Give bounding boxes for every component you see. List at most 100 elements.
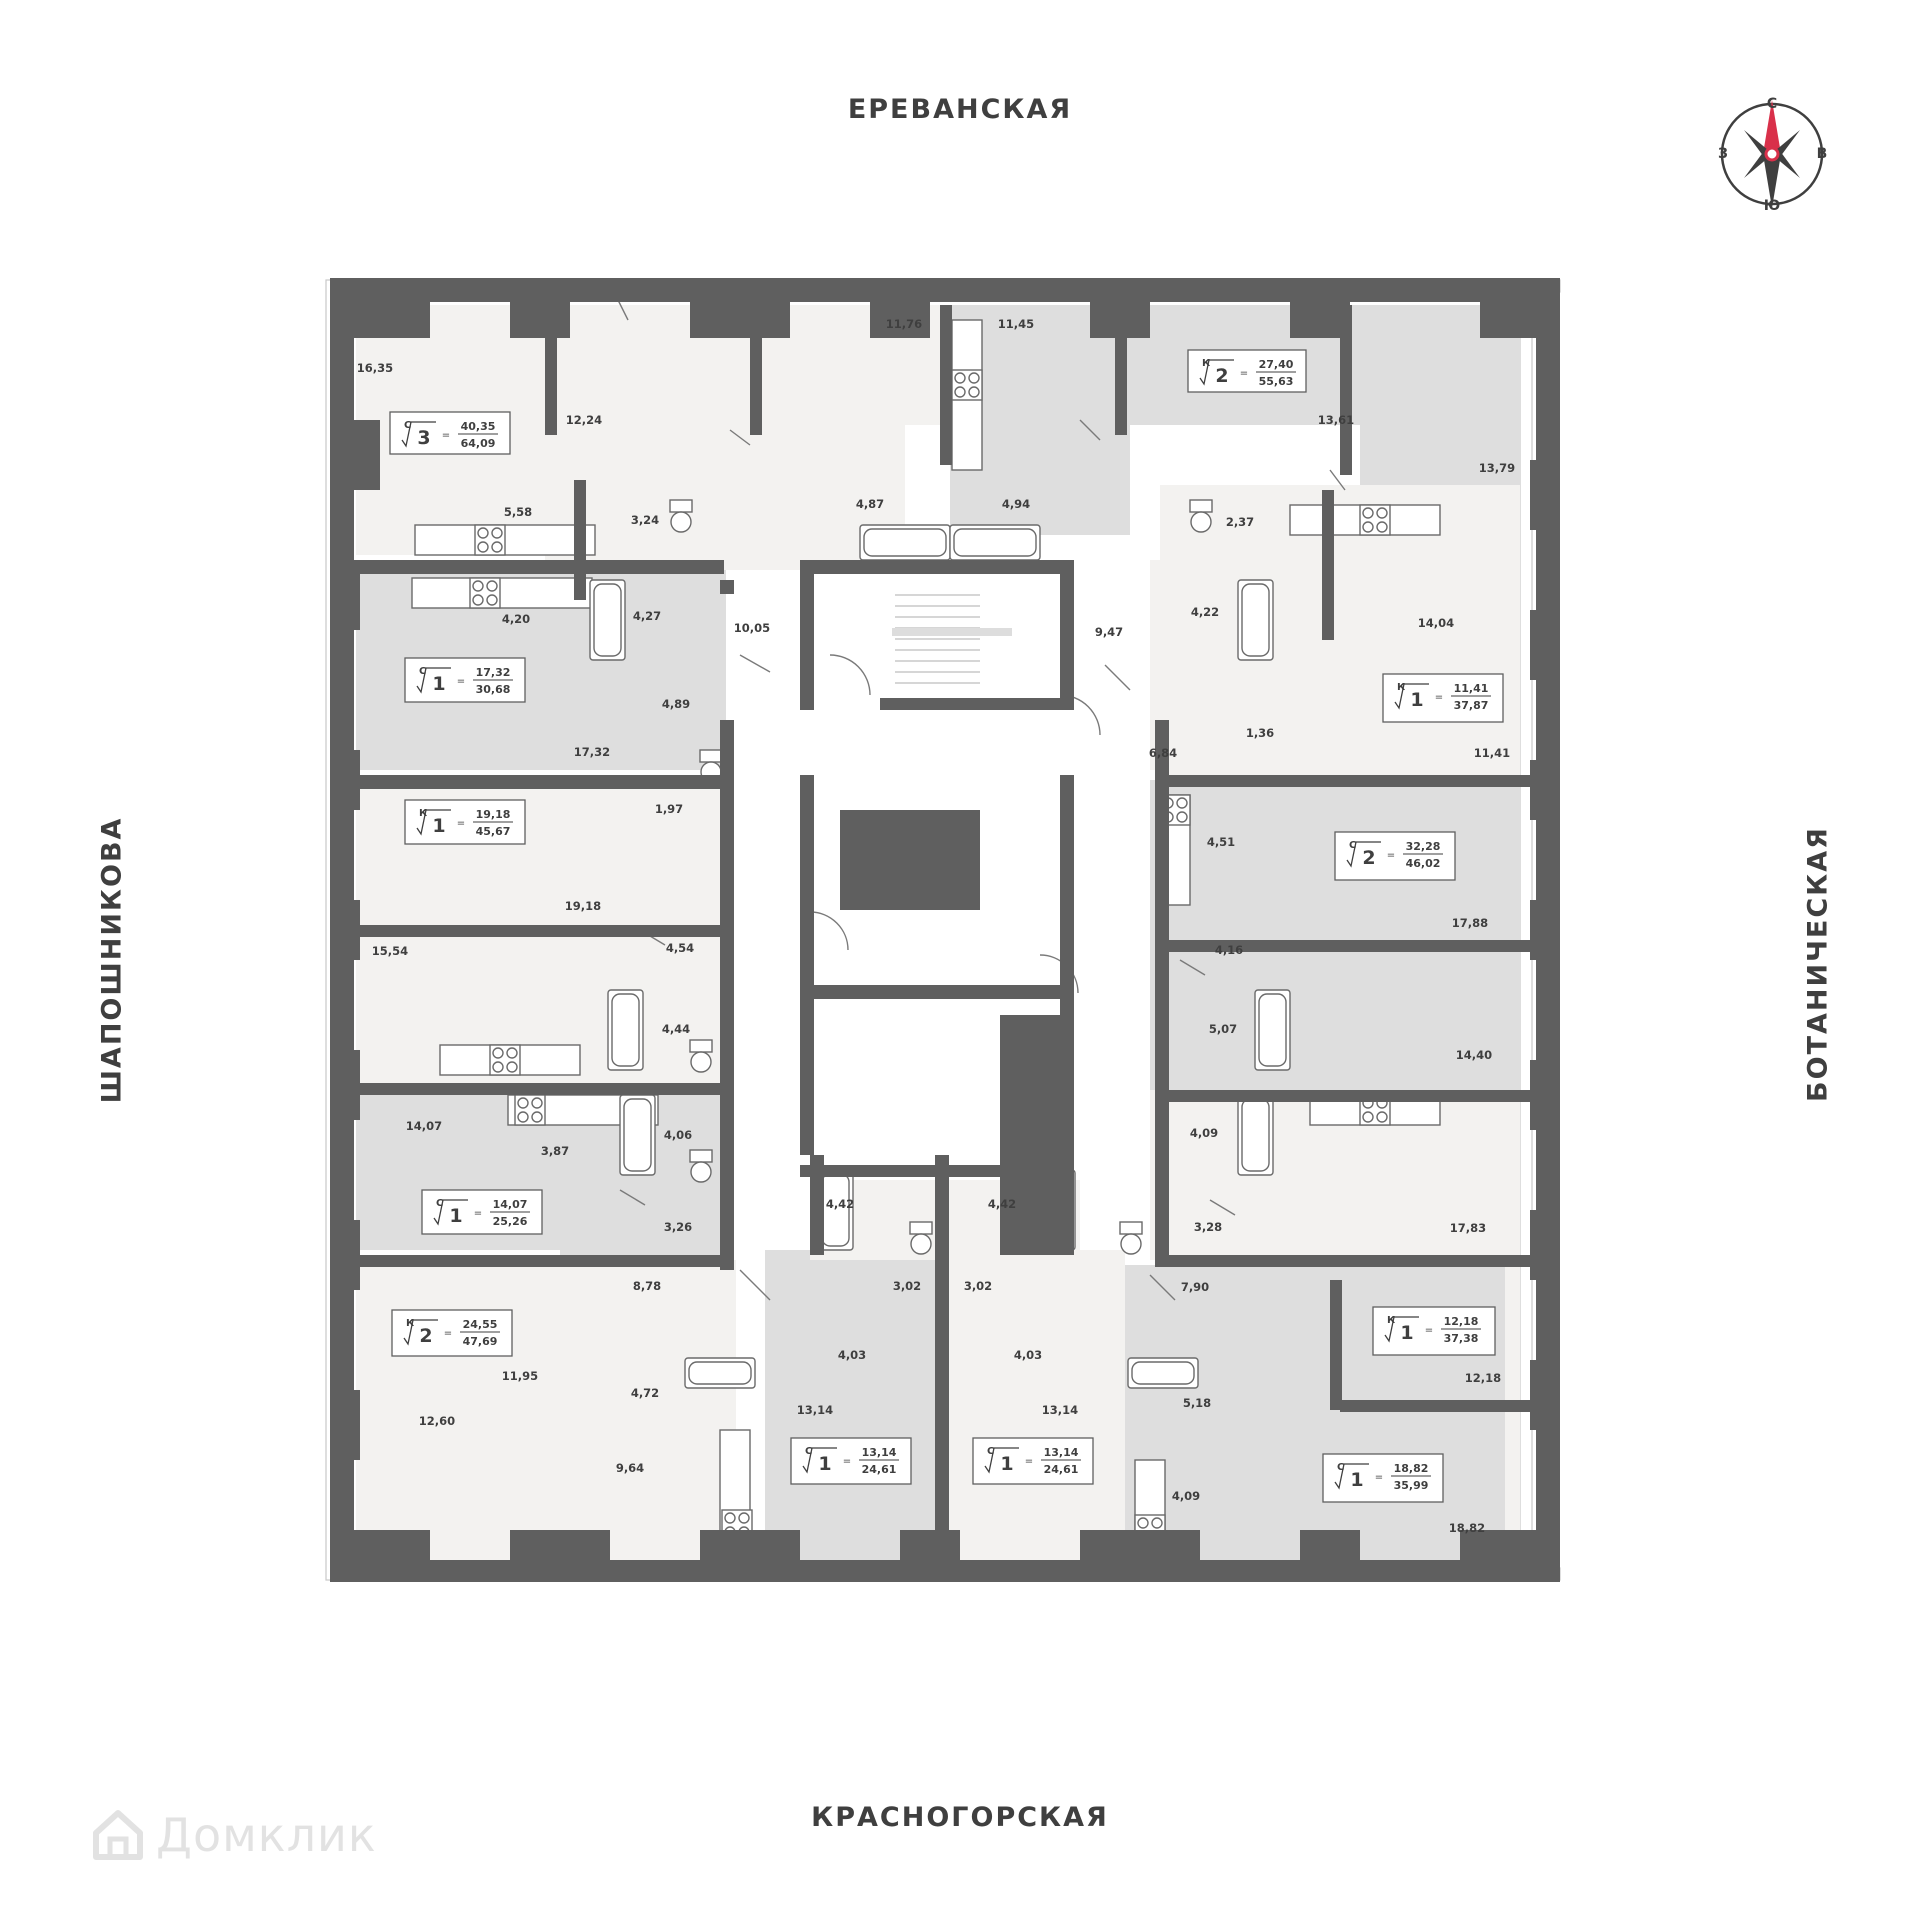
compass-north-needle bbox=[1763, 100, 1781, 154]
apartment-type: С bbox=[1349, 840, 1356, 851]
root-glyph-icon bbox=[1384, 1316, 1419, 1343]
equals-sign: = bbox=[1240, 368, 1248, 379]
apartment-area bbox=[765, 1250, 945, 1570]
room-area-label: 4,44 bbox=[662, 1022, 690, 1036]
street-label-top: ЕРЕВАНСКАЯ bbox=[847, 94, 1073, 125]
apartment-living-area: 40,35 bbox=[461, 420, 496, 433]
apartment-total-area: 24,61 bbox=[1044, 1463, 1079, 1476]
wall-segment bbox=[1530, 1210, 1560, 1280]
apartment-area bbox=[945, 1250, 1125, 1570]
room-area-label: 13,14 bbox=[797, 1403, 833, 1417]
street-label-left: ШАПОШНИКОВА bbox=[96, 816, 128, 1104]
apartment-area bbox=[1150, 940, 1520, 1090]
room-area-label: 7,90 bbox=[1181, 1280, 1209, 1294]
room-area-label: 4,42 bbox=[988, 1197, 1016, 1211]
wall-segment bbox=[574, 480, 586, 600]
room-area-label: 3,02 bbox=[964, 1279, 992, 1293]
door-swing bbox=[1209, 1199, 1236, 1216]
apartment-total-area: 47,69 bbox=[463, 1335, 498, 1348]
apartment-rooms: 2 bbox=[1362, 847, 1375, 869]
toilet-icon bbox=[699, 749, 723, 763]
wall-segment bbox=[800, 560, 1074, 574]
wall-segment bbox=[1080, 1530, 1200, 1582]
apartment-living-area: 27,40 bbox=[1259, 358, 1294, 371]
equals-sign: = bbox=[444, 1328, 452, 1339]
wall-segment bbox=[1000, 1015, 1070, 1255]
wall-segment bbox=[1340, 305, 1352, 475]
apartment-total-area: 24,61 bbox=[862, 1463, 897, 1476]
door-swing bbox=[1329, 469, 1346, 491]
equals-sign: = bbox=[1387, 850, 1395, 861]
apartment-total-area: 25,26 bbox=[493, 1215, 528, 1228]
door-swing bbox=[617, 299, 629, 321]
wall-segment bbox=[1115, 305, 1127, 435]
root-glyph-icon bbox=[984, 1447, 1019, 1474]
apartment-living-area: 17,32 bbox=[476, 666, 511, 679]
apartment-living-area: 14,07 bbox=[493, 1198, 528, 1211]
compass-south-label: Ю bbox=[1763, 198, 1781, 214]
room-area-label: 13,61 bbox=[1318, 413, 1354, 427]
equals-sign: = bbox=[457, 818, 465, 829]
wall-segment bbox=[1300, 1530, 1360, 1582]
room-area-label: 4,09 bbox=[1190, 1126, 1218, 1140]
room-area-label: 3,87 bbox=[541, 1144, 569, 1158]
apartment-badge: С2 = 32,28 46,02 bbox=[1334, 831, 1456, 881]
wall-segment bbox=[1060, 780, 1074, 940]
room-area-label: 11,95 bbox=[502, 1369, 538, 1383]
toilet-icon bbox=[689, 1149, 713, 1163]
equals-sign: = bbox=[442, 430, 450, 441]
room-area-label: 10,05 bbox=[734, 621, 770, 635]
apartment-rooms: 1 bbox=[1000, 1453, 1013, 1475]
room-area-label: 3,26 bbox=[664, 1220, 692, 1234]
wall-segment bbox=[900, 1530, 960, 1582]
room-area-label: 14,04 bbox=[1418, 616, 1454, 630]
apartment-total-area: 37,38 bbox=[1444, 1332, 1479, 1345]
room-area-label: 13,79 bbox=[1479, 461, 1515, 475]
wall-segment bbox=[1155, 1255, 1535, 1267]
watermark-text: Домклик bbox=[156, 1808, 377, 1862]
apartment-total-area: 46,02 bbox=[1406, 857, 1441, 870]
door-swing bbox=[739, 1269, 771, 1301]
toilet-icon bbox=[1189, 499, 1213, 513]
wall-segment bbox=[1530, 610, 1560, 680]
wall-segment bbox=[510, 1530, 610, 1582]
apartment-living-area: 32,28 bbox=[1406, 840, 1441, 853]
apartment-type: К bbox=[1387, 1315, 1396, 1326]
apartment-type: К bbox=[406, 1318, 415, 1329]
room-area-label: 3,24 bbox=[631, 513, 659, 527]
wall-segment bbox=[720, 720, 734, 1270]
equals-sign: = bbox=[1025, 1456, 1033, 1467]
domclick-watermark: Домклик bbox=[92, 1808, 377, 1862]
wall-segment bbox=[1530, 460, 1560, 530]
wall-segment bbox=[750, 305, 762, 435]
wall-segment bbox=[1155, 775, 1535, 787]
equals-sign: = bbox=[474, 1208, 482, 1219]
apartment-type: С bbox=[987, 1446, 994, 1457]
wall-segment bbox=[330, 420, 380, 490]
room-area-label: 5,18 bbox=[1183, 1396, 1211, 1410]
apartment-area bbox=[560, 1180, 720, 1260]
compass-north-label: С bbox=[1766, 96, 1778, 112]
apartment-type: С bbox=[436, 1198, 443, 1209]
street-label-right: БОТАНИЧЕСКАЯ bbox=[1802, 826, 1834, 1102]
room-area-label: 1,36 bbox=[1246, 726, 1274, 740]
room-area-label: 12,18 bbox=[1465, 1371, 1501, 1385]
wall-segment bbox=[690, 278, 790, 338]
apartment-living-area: 13,14 bbox=[1044, 1446, 1079, 1459]
apartment-type: К bbox=[419, 808, 428, 819]
door-swing bbox=[739, 654, 771, 673]
room-area-label: 4,06 bbox=[664, 1128, 692, 1142]
toilet-icon bbox=[909, 1221, 933, 1235]
room-area-label: 4,72 bbox=[631, 1386, 659, 1400]
door-swing bbox=[619, 1189, 646, 1206]
room-area-label: 1,97 bbox=[655, 802, 683, 816]
room-area-label: 4,51 bbox=[1207, 835, 1235, 849]
apartment-living-area: 11,41 bbox=[1454, 682, 1489, 695]
